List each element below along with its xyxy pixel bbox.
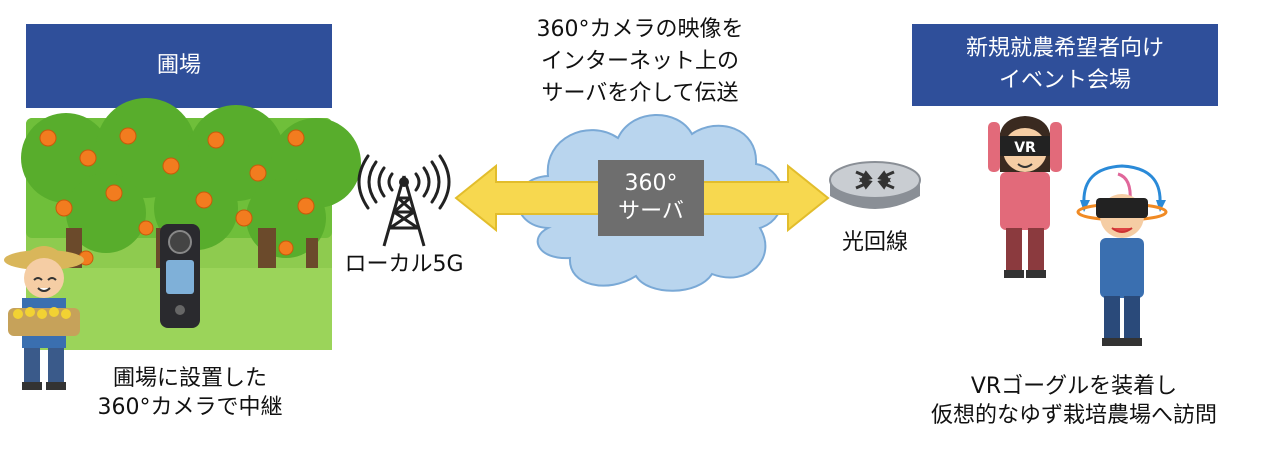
event-venue-header: 新規就農希望者向け イベント会場 xyxy=(912,24,1218,106)
woman-vr-illustration: VR xyxy=(988,116,1062,278)
man-vr-illustration xyxy=(1076,164,1168,346)
antenna-icon xyxy=(357,154,451,247)
farmer-illustration xyxy=(4,246,84,390)
fiber-line-label: 光回線 xyxy=(841,230,908,255)
orchard-caption: 圃場に設置した 360°カメラで中継 xyxy=(97,366,283,420)
local-5g-label: ローカル5G xyxy=(344,252,464,277)
server-box: 360° サーバ xyxy=(598,160,704,236)
event-venue-header-label: 新規就農希望者向け イベント会場 xyxy=(965,36,1164,93)
transmission-description: 360°カメラの映像を インターネット上の サーバを介して伝送 xyxy=(536,17,744,106)
svg-text:VR: VR xyxy=(1014,140,1036,156)
event-caption: VRゴーグルを装着し 仮想的なゆず栽培農場へ訪問 xyxy=(930,374,1217,428)
orchard-illustration xyxy=(21,98,361,350)
orchard-header: 圃場 xyxy=(26,24,332,108)
server-label: 360° サーバ xyxy=(618,171,684,224)
orchard-header-label: 圃場 xyxy=(156,53,201,78)
router-icon xyxy=(829,161,921,209)
